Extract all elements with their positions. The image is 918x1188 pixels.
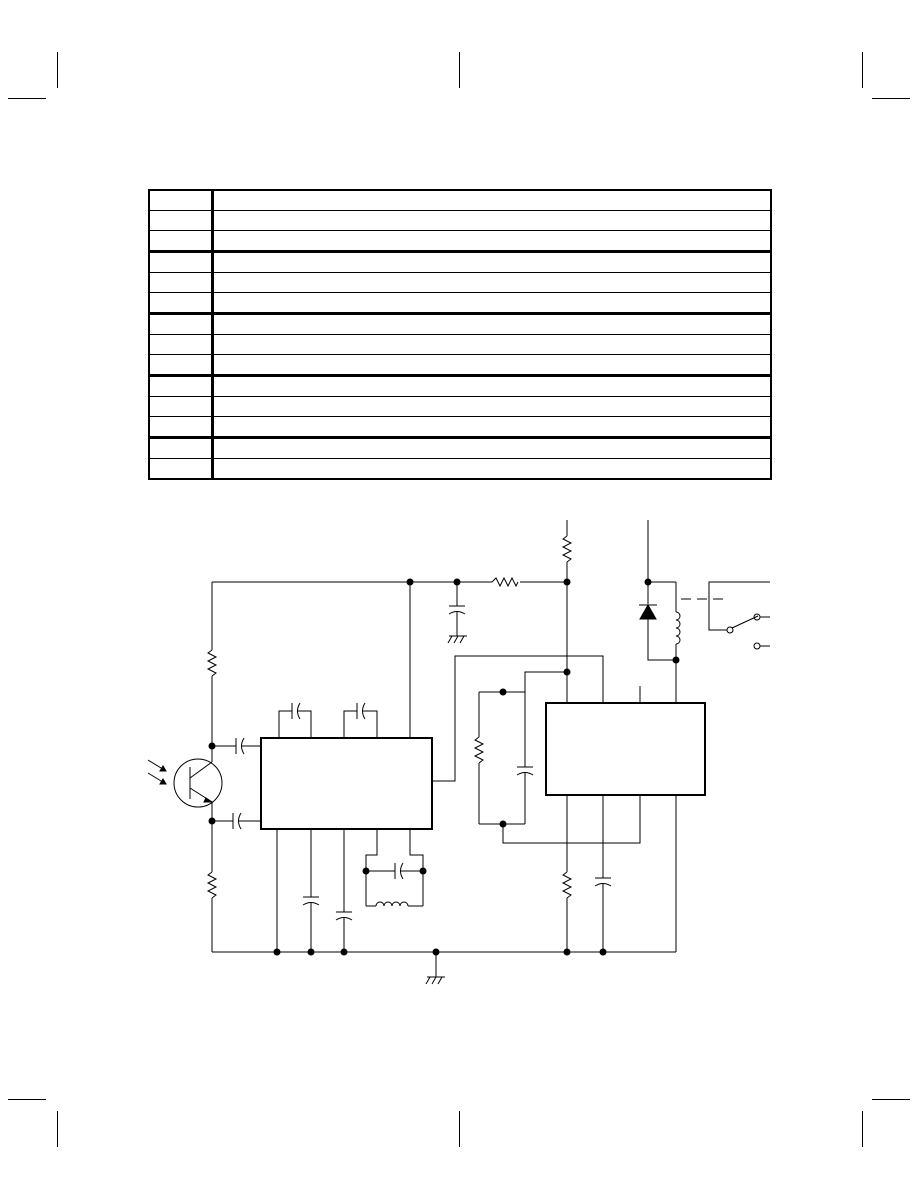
ground-icon [447,635,467,644]
capacitor-timing-curve [516,772,534,776]
table-cell-label [148,292,214,315]
resistor-top-rail [491,576,519,588]
capacitor-top-1-curve [297,702,301,720]
relay-switch-icon [726,613,770,650]
capacitor-bottom-1-curve [302,902,320,906]
crop-mark-bottom-left-horizontal [8,1099,46,1100]
table-cell-value [212,230,772,253]
table-row [148,416,772,439]
capacitor-bottom-2-curve [335,917,353,921]
table-row [148,437,772,459]
wire-top-cap-1-right [298,710,312,738]
table-row [148,230,772,253]
capacitor-ic-right-curve [594,883,612,887]
resistor-bias-bottom [206,871,218,899]
table-row [148,375,772,397]
crop-mark-bottom-right-vertical [862,1111,863,1147]
resistor-timing [473,736,485,764]
capacitor-top-2-curve [362,702,366,720]
wire-relay-diode-bottom [647,619,676,661]
table-row [148,210,772,231]
capacitor-coupling-lower-curve [238,812,242,830]
ruled-table-body [148,189,772,480]
wire-tank-left [365,829,378,906]
relay-coil-icon [675,611,681,645]
crop-mark-bottom-left-vertical [57,1111,58,1147]
table-cell-label [148,230,214,253]
table-cell-value [212,354,772,377]
wire-tank-right [409,829,424,906]
wire-top-cap-2-right [363,710,378,738]
capacitor-tank-curve [400,862,404,880]
wire-top-cap-2 [343,710,357,738]
diode-icon [639,603,657,620]
wire-rc-top [503,671,567,693]
table-cell-label [148,437,214,459]
crop-mark-top-center [459,52,460,88]
crop-mark-top-right-vertical [862,52,863,88]
crop-mark-bottom-right-horizontal [872,1099,910,1100]
table-row [148,458,772,480]
wire-rc-to-ic [502,795,641,844]
table-cell-value [212,458,772,480]
table-cell-value [212,437,772,459]
resistor-ic-right [561,871,573,899]
resistor-bias-top [206,649,218,677]
wire-relay-com [708,581,770,631]
crop-mark-top-right-horizontal [872,98,910,99]
ruled-table [148,189,772,480]
capacitor-coupling-upper-curve [241,737,245,755]
table-cell-value [212,416,772,439]
table-cell-label [148,458,214,480]
crop-mark-bottom-center [459,1111,460,1147]
ground-icon [425,976,445,985]
ic-block-left [260,737,433,830]
table-cell-value [212,292,772,315]
crop-mark-top-left-horizontal [8,98,46,99]
resistor-supply [561,535,573,563]
table-cell-label [148,354,214,377]
wire-ic-left-output [432,655,604,782]
junction-dots [208,578,680,956]
table-cell-label [148,416,214,439]
phototransistor-icon [147,758,223,808]
ic-block-right [545,702,706,796]
table-row [148,292,772,315]
inductor-icon [375,901,409,907]
capacitor-filter-plate-bottom [448,611,466,615]
wire-top-cap-1 [278,710,292,738]
crop-mark-top-left-vertical [57,52,58,88]
table-row [148,354,772,377]
